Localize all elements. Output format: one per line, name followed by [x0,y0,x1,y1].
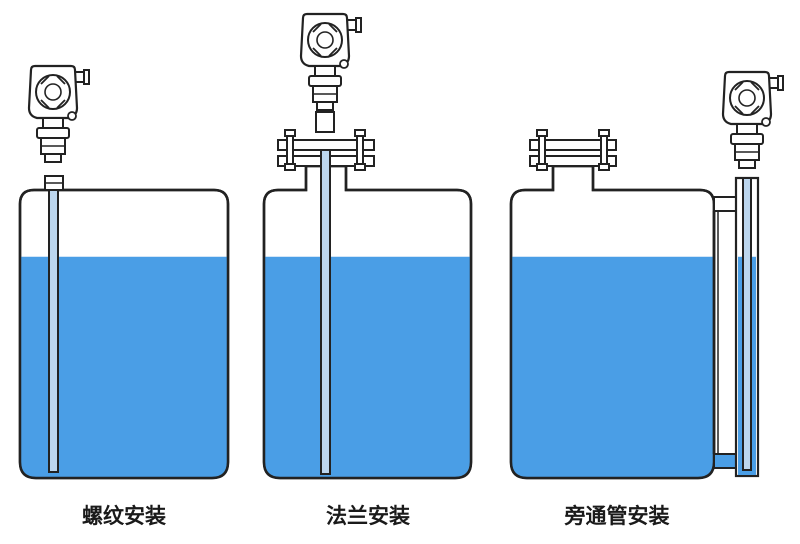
caption-bypass: 旁通管安装 [564,504,670,528]
probe-rod [48,189,59,473]
water-fill [265,256,470,477]
bypass-installation [509,70,785,480]
transmitter-head [27,64,91,164]
flange-installation [262,12,473,480]
blind-flange-bottom [529,155,617,167]
blind-flange-top [529,139,617,151]
probe-rod [320,149,331,475]
water-fill [512,256,713,477]
flange-bolt [536,129,548,171]
transmitter-head [721,70,785,170]
threaded-installation [18,64,230,480]
tank-outline [262,164,473,480]
water-fill [21,256,227,477]
tank-outline [18,188,230,480]
flange-bolt [354,129,366,171]
flange-bolt [284,129,296,171]
transmitter-head [299,12,363,112]
caption-threaded: 螺纹安装 [82,504,166,528]
probe-rod [742,177,752,471]
caption-flange: 法兰安装 [326,504,410,528]
flange-bolt [598,129,610,171]
